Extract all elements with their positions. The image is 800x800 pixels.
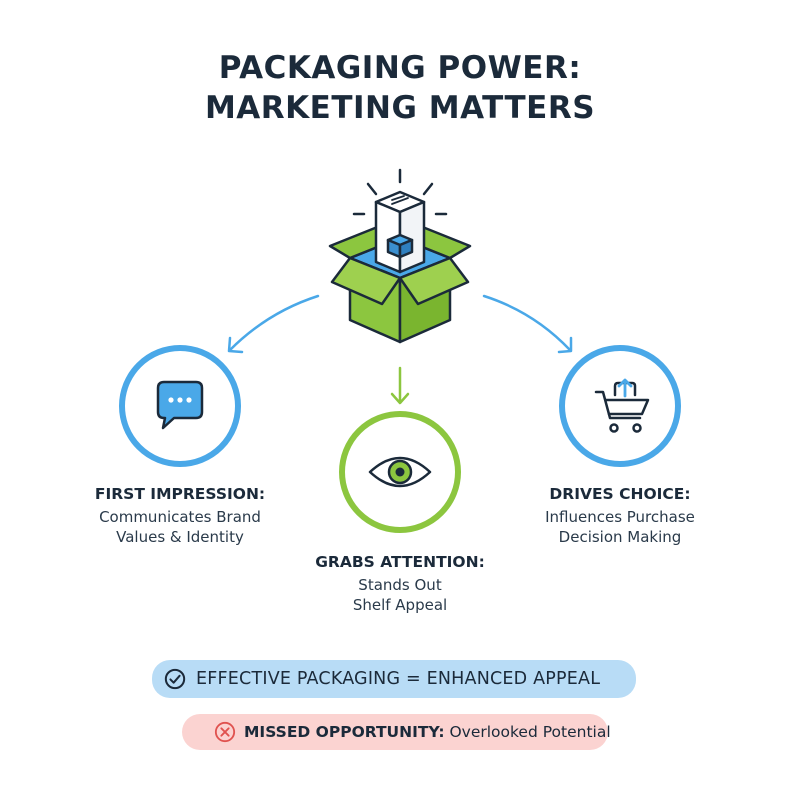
drives-choice-label: DRIVES CHOICE: Influences Purchase Decis…	[525, 485, 715, 547]
eye-icon	[368, 456, 432, 488]
first-impression-heading: FIRST IMPRESSION:	[94, 485, 266, 503]
grabs-attention-line-1: Stands Out	[358, 576, 442, 594]
positive-banner: EFFECTIVE PACKAGING = ENHANCED APPEAL	[152, 660, 636, 698]
title-line-2: MARKETING MATTERS	[204, 90, 596, 126]
first-impression-label: FIRST IMPRESSION: Communicates Brand Val…	[90, 485, 270, 547]
x-circle-icon	[214, 721, 236, 743]
drives-choice-ring	[559, 345, 681, 467]
diagram-title: PACKAGING POWER: MARKETING MATTERS	[0, 48, 800, 128]
check-circle-icon	[164, 668, 186, 690]
drives-choice-node	[559, 345, 681, 467]
negative-banner-text: MISSED OPPORTUNITY: Overlooked Potential	[244, 723, 611, 741]
grabs-attention-heading: GRABS ATTENTION:	[315, 553, 485, 571]
first-impression-node	[119, 345, 241, 467]
negative-banner-bold: MISSED OPPORTUNITY:	[244, 723, 445, 741]
speech-bubble-icon	[156, 380, 204, 430]
positive-banner-text: EFFECTIVE PACKAGING = ENHANCED APPEAL	[196, 669, 601, 689]
grabs-attention-line-2: Shelf Appeal	[352, 596, 448, 614]
open-box-icon	[328, 168, 472, 344]
first-impression-line-2: Values & Identity	[116, 528, 244, 546]
drives-choice-line-2: Decision Making	[558, 528, 682, 546]
arrow-left	[227, 294, 320, 354]
arrow-right	[482, 294, 573, 354]
grabs-attention-node	[339, 411, 461, 533]
grabs-attention-label: GRABS ATTENTION: Stands Out Shelf Appeal	[300, 553, 500, 615]
arrow-center	[390, 366, 410, 405]
negative-banner-rest: Overlooked Potential	[444, 723, 611, 741]
title-line-1: PACKAGING POWER:	[218, 50, 582, 86]
drives-choice-heading: DRIVES CHOICE:	[549, 485, 691, 503]
shopping-cart-icon	[594, 378, 650, 433]
negative-banner: MISSED OPPORTUNITY: Overlooked Potential	[182, 714, 611, 750]
first-impression-line-1: Communicates Brand	[99, 508, 261, 526]
drives-choice-line-1: Influences Purchase	[545, 508, 695, 526]
